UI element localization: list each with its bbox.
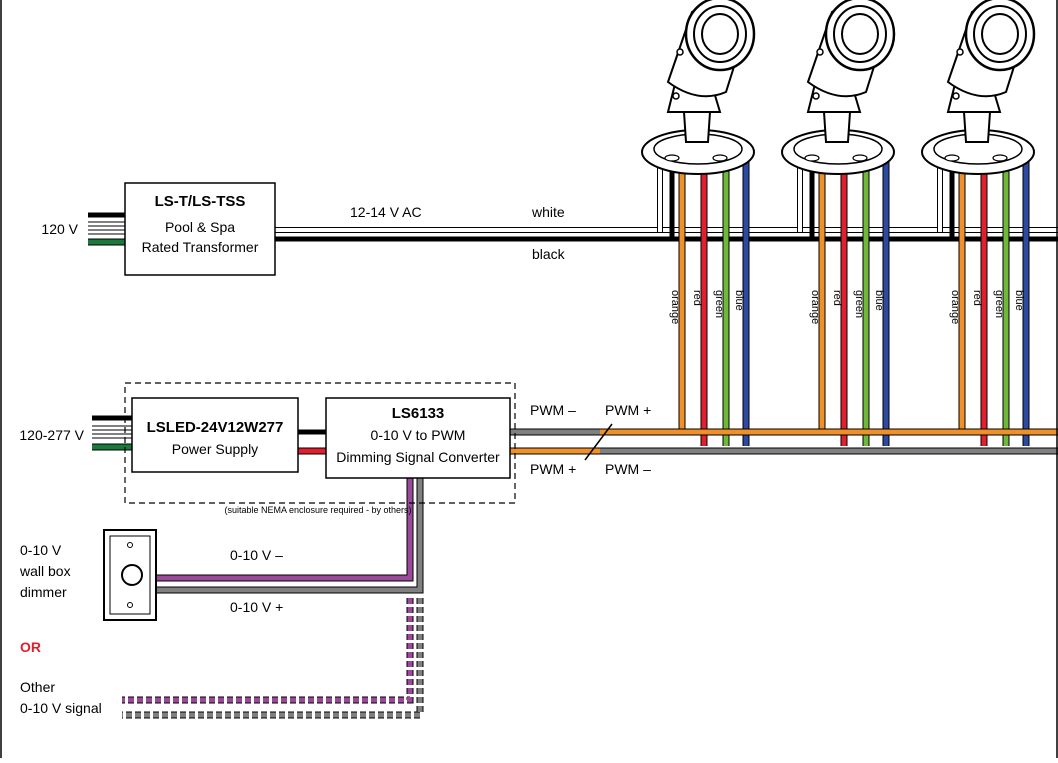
transformer-line1: Pool & Spa <box>165 219 235 235</box>
power-supply-box <box>131 397 299 473</box>
or-label: OR <box>20 639 41 655</box>
dimmer-label-line3: dimmer <box>20 584 67 600</box>
dimmer-purple-wire-outline <box>155 478 414 582</box>
dimmer-screw-top <box>127 542 133 548</box>
fixture-2-wire-label: red <box>831 290 843 306</box>
transformer-box <box>124 182 276 276</box>
pwm-bottom-left-label: PWM + <box>530 461 576 477</box>
power-supply-subtitle: Power Supply <box>172 441 258 457</box>
text-layer: orange red green blue orange red green blue oran… <box>19 193 1025 716</box>
fixture-3-wire-label: orange <box>949 290 961 324</box>
converter-line1: 0-10 V to PWM <box>371 427 466 443</box>
other-signal-gray-wire <box>122 598 423 718</box>
dimmer-knob <box>121 564 143 586</box>
fixture-1-wire-label: blue <box>733 290 745 311</box>
other-signal-purple-wire <box>122 598 413 703</box>
converter-box <box>325 397 511 479</box>
converter-line2: Dimming Signal Converter <box>336 449 500 465</box>
dimmer-label-line2: wall box <box>19 563 71 579</box>
enclosure-note: (suitable NEMA enclosure required - by o… <box>224 505 411 515</box>
fixture-1-wire-label: orange <box>669 290 681 324</box>
dimmer-pos-label: 0-10 V + <box>230 599 283 615</box>
transformer-line2: Rated Transformer <box>142 239 259 255</box>
other-signal-line1: Other <box>20 679 55 695</box>
input-120-label: 120 V <box>41 221 78 237</box>
fixtures-layer <box>640 0 1036 176</box>
dimmer-screw-bottom <box>127 602 133 608</box>
wires-layer <box>88 160 1058 719</box>
dimmer-label-line1: 0-10 V <box>20 542 62 558</box>
fixture-2-wire-label: green <box>853 290 865 318</box>
converter-title: LS6133 <box>392 405 445 422</box>
power-supply-title: LSLED-24V12W277 <box>147 419 284 436</box>
other-signal-line2: 0-10 V signal <box>20 700 102 716</box>
pwm-crossover-mark <box>584 423 613 461</box>
fixture-3 <box>920 0 1036 176</box>
enclosure-outline <box>124 382 516 504</box>
fixture-1-wire-label: green <box>713 290 725 318</box>
dimmer-gray-wire-outline <box>155 478 424 594</box>
dimmer-neg-label: 0-10 V – <box>230 547 283 563</box>
fixture-3-wire-label: green <box>993 290 1005 318</box>
fixture-2-wire-label: blue <box>873 290 885 311</box>
fixture-2 <box>780 0 896 176</box>
pwm-top-right-label: PWM + <box>605 402 651 418</box>
black-wire-label: black <box>532 246 566 262</box>
white-wire-label: white <box>531 204 565 220</box>
transformer-title: LS-T/LS-TSS <box>155 193 246 210</box>
fixture-3-wire-label: red <box>971 290 983 306</box>
fixture-1 <box>640 0 756 176</box>
dimmer-gray-wire <box>155 478 423 593</box>
fixture-1-wire-label: red <box>691 290 703 306</box>
secondary-voltage-label: 12-14 V AC <box>350 204 422 220</box>
pwm-bottom-right-label: PWM – <box>605 461 651 477</box>
dimmer-purple-wire <box>155 478 413 581</box>
pwm-top-left-label: PWM – <box>530 402 576 418</box>
input-277-label: 120-277 V <box>19 427 84 443</box>
fixture-2-wire-label: orange <box>809 290 821 324</box>
fixture-3-wire-label: blue <box>1013 290 1025 311</box>
